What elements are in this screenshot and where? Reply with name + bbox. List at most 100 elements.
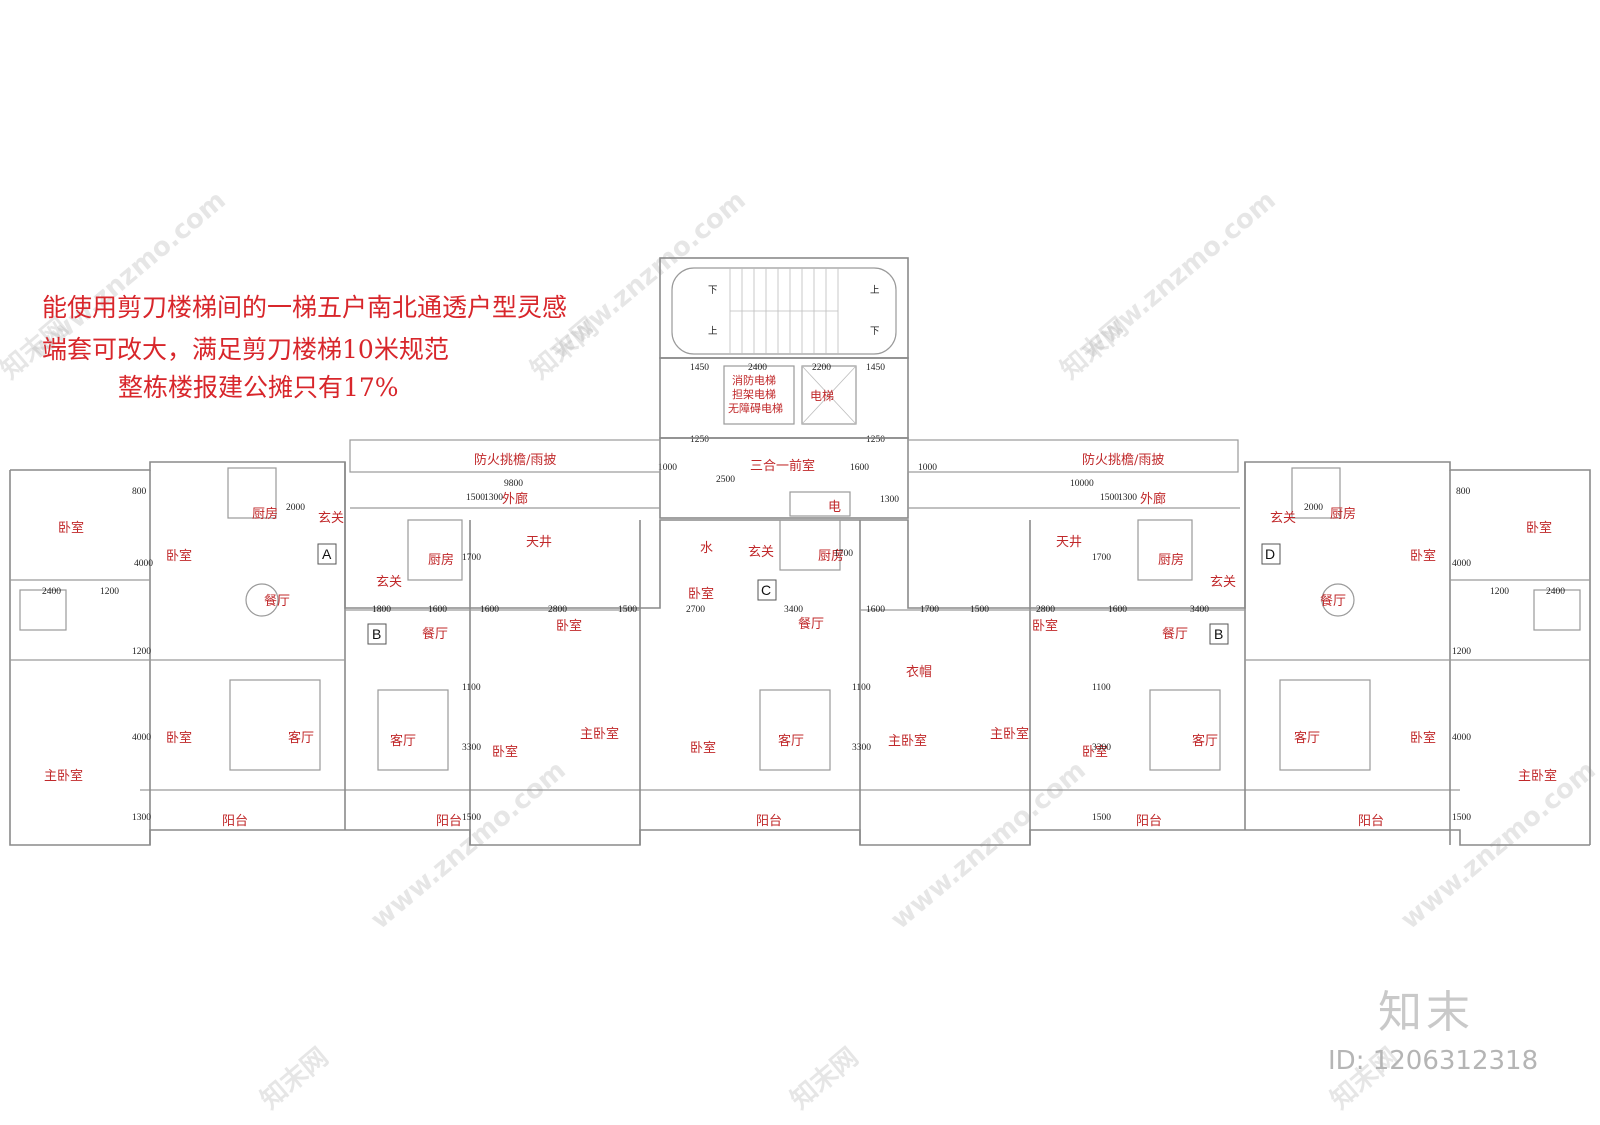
dim-1100: 1100 <box>1092 683 1111 693</box>
stair-down-label: 下 <box>870 327 880 337</box>
dim-1250: 1250 <box>866 435 885 445</box>
electric-room-label: 电 <box>828 500 841 515</box>
room-balcony: 阳台 <box>756 814 782 829</box>
dim-1450: 1450 <box>690 363 709 373</box>
dim-2800: 2800 <box>1036 605 1055 615</box>
room-foyer: 玄关 <box>1210 575 1236 590</box>
dim-10000: 10000 <box>1070 479 1094 489</box>
stair-up-label: 上 <box>870 285 880 296</box>
dim-4000: 4000 <box>1452 733 1471 743</box>
dim-1600: 1600 <box>850 463 869 473</box>
elevator-label: 电梯 <box>810 389 834 403</box>
dim-3400: 3400 <box>784 605 803 615</box>
dim-3300: 3300 <box>462 743 481 753</box>
room-kitchen: 厨房 <box>252 506 278 522</box>
dim-2400: 2400 <box>748 363 767 373</box>
dim-1500: 1500 <box>618 605 637 615</box>
dim-1700: 1700 <box>1092 553 1111 563</box>
room-kitchen: 厨房 <box>818 548 844 564</box>
room-labels: 卧室 卧室 厨房 餐厅 玄关 卧室 主卧室 客厅 阳台 厨房 玄关 餐厅 卧室 … <box>44 506 1557 829</box>
room-foyer: 玄关 <box>318 511 344 526</box>
room-bedroom: 卧室 <box>688 586 714 602</box>
unit-a-label: A <box>322 546 332 562</box>
room-master-bedroom: 主卧室 <box>580 726 619 742</box>
room-kitchen: 厨房 <box>1158 552 1184 568</box>
fire-elevator-label-3: 无障碍电梯 <box>728 401 783 415</box>
stair-down-label: 下 <box>708 286 718 296</box>
dim-1200: 1200 <box>1490 587 1509 597</box>
room-bedroom: 卧室 <box>1526 520 1552 536</box>
dim-1500: 1500 <box>1092 813 1111 823</box>
dimension-labels: 800 2000 4000 2400 1200 1200 4000 1300 1… <box>42 487 1565 823</box>
dim-1450: 1450 <box>866 363 885 373</box>
canopy-corridor: 防火挑檐/雨披 防火挑檐/雨披 外廊 外廊 9800 10000 1500 13… <box>349 439 1240 550</box>
dim-1500: 1500 <box>462 813 481 823</box>
watermark-brand: 知末网 <box>785 1042 864 1115</box>
room-living: 客厅 <box>288 730 314 746</box>
canopy-label-left: 防火挑檐/雨披 <box>474 452 556 468</box>
room-cloakroom: 衣帽 <box>906 664 932 680</box>
watermark-layer: www.znzmo.com www.znzmo.com www.znzmo.co… <box>0 185 1600 1115</box>
room-living: 客厅 <box>778 733 804 749</box>
room-kitchen: 厨房 <box>428 552 454 568</box>
room-foyer: 玄关 <box>748 545 774 560</box>
dim-1200: 1200 <box>132 647 151 657</box>
room-dining: 餐厅 <box>1320 593 1346 609</box>
water-room-label: 水 <box>700 541 713 556</box>
room-bedroom: 卧室 <box>556 618 582 634</box>
room-master-bedroom: 主卧室 <box>888 733 927 749</box>
light-well-label-left: 天井 <box>526 535 552 550</box>
room-bedroom: 卧室 <box>58 520 84 536</box>
building-outline <box>9 461 1591 846</box>
dim-2400: 2400 <box>42 587 61 597</box>
room-bedroom: 卧室 <box>690 740 716 756</box>
dim-1300: 1300 <box>484 493 503 503</box>
unit-d-label: D <box>1265 546 1275 562</box>
dim-4000: 4000 <box>134 559 153 569</box>
room-master-bedroom: 主卧室 <box>1518 768 1557 784</box>
heading-line-2: 端套可改大，满足剪刀楼梯10米规范 <box>42 335 449 364</box>
dim-2800: 2800 <box>548 605 567 615</box>
room-dining: 餐厅 <box>422 626 448 642</box>
dim-1600: 1600 <box>1108 605 1127 615</box>
room-foyer: 玄关 <box>1270 511 1296 526</box>
dim-1700: 1700 <box>834 549 853 559</box>
brand-logo: 知末 <box>1378 987 1474 1038</box>
unit-b-label-right: B <box>1214 626 1223 642</box>
canopy-label-right: 防火挑檐/雨披 <box>1082 452 1164 468</box>
room-bedroom: 卧室 <box>1410 730 1436 746</box>
stair-up-label: 上 <box>708 326 718 337</box>
dim-1250: 1250 <box>690 435 709 445</box>
dim-1100: 1100 <box>852 683 871 693</box>
room-master-bedroom: 主卧室 <box>990 726 1029 742</box>
dim-3300: 3300 <box>852 743 871 753</box>
room-master-bedroom: 主卧室 <box>44 768 83 784</box>
unit-markers: A B C B D <box>317 543 1281 645</box>
room-dining: 餐厅 <box>264 593 290 609</box>
fire-elevator-label-2: 担架电梯 <box>732 387 776 401</box>
heading-line-3: 整栋楼报建公摊只有17% <box>118 373 399 402</box>
dim-1200: 1200 <box>1452 647 1471 657</box>
dim-1500: 1500 <box>466 493 485 503</box>
room-bedroom: 卧室 <box>1082 744 1108 760</box>
watermark-brand: 知末网 <box>1055 312 1134 385</box>
dim-2700: 2700 <box>686 605 705 615</box>
dim-800: 800 <box>1456 487 1471 497</box>
room-bedroom: 卧室 <box>166 730 192 746</box>
room-bedroom: 卧室 <box>166 548 192 564</box>
dim-1300: 1300 <box>132 813 151 823</box>
dim-1300: 1300 <box>880 495 899 505</box>
dim-3400: 3400 <box>1190 605 1209 615</box>
dim-800: 800 <box>132 487 147 497</box>
room-balcony: 阳台 <box>436 814 462 829</box>
room-bedroom: 卧室 <box>492 744 518 760</box>
dim-1000: 1000 <box>658 463 677 473</box>
dim-1200: 1200 <box>100 587 119 597</box>
core-block: 下 上 上 下 消防电梯 担架电梯 无障碍电梯 电梯 1450 2400 220… <box>658 257 937 556</box>
unit-c-label: C <box>761 582 771 598</box>
room-living: 客厅 <box>1294 730 1320 746</box>
dim-1600: 1600 <box>480 605 499 615</box>
dim-3300: 3300 <box>1092 743 1111 753</box>
unit-b-label: B <box>372 626 381 642</box>
dim-4000: 4000 <box>1452 559 1471 569</box>
